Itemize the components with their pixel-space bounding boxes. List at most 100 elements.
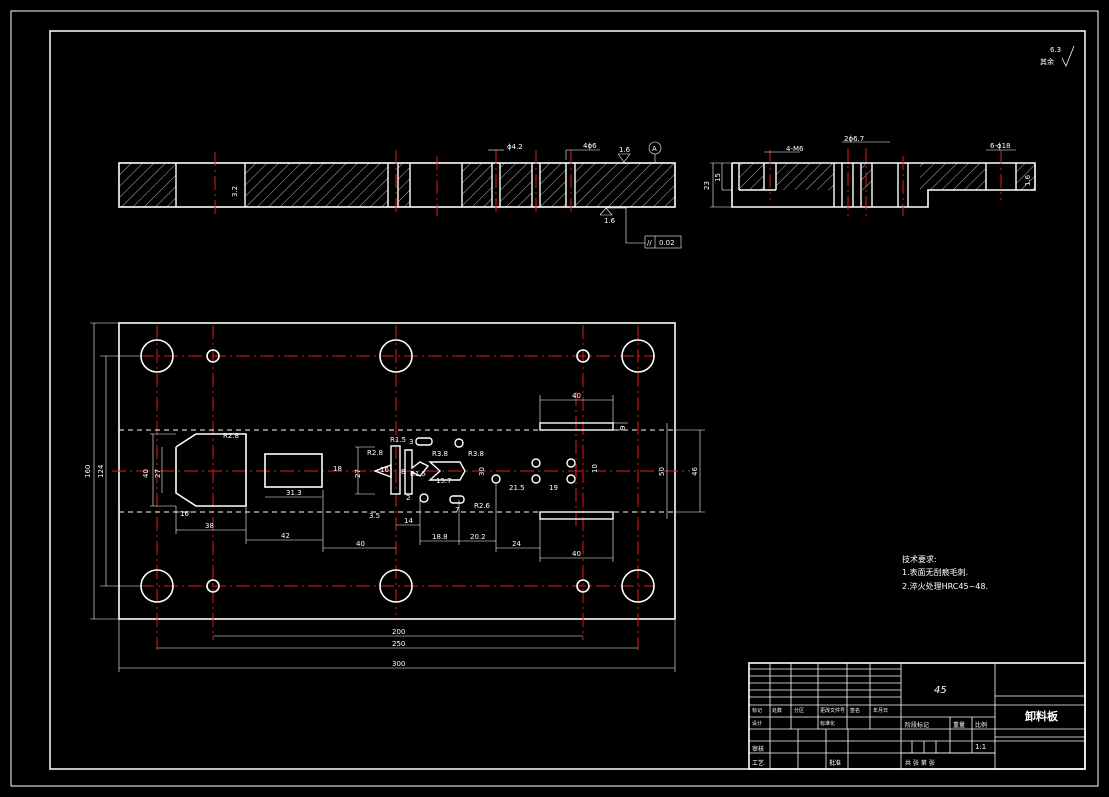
roughness-3-2: 3.2 bbox=[231, 186, 239, 197]
tb-label-approve: 批准 bbox=[829, 759, 841, 767]
slot-bottom bbox=[539, 511, 614, 520]
dim-30: 30 bbox=[478, 467, 486, 476]
dim-18: 18 bbox=[333, 465, 342, 473]
dim-300: 300 bbox=[392, 660, 405, 668]
dim-4phi6: 4ϕ6 bbox=[583, 142, 597, 150]
dim-r1-5-a: R1.5 bbox=[390, 436, 406, 444]
roughness-side: 1.6 bbox=[1024, 174, 1032, 186]
dim-250: 250 bbox=[392, 640, 405, 648]
dim-200: 200 bbox=[392, 628, 405, 636]
tb-label-count: 处数 bbox=[772, 707, 782, 714]
dim-phi4-2: ϕ4.2 bbox=[507, 143, 523, 151]
dim-24: 24 bbox=[512, 540, 521, 548]
material-value: 45 bbox=[934, 685, 947, 696]
tb-label-mark: 标记 bbox=[752, 707, 762, 714]
hatch-7 bbox=[575, 163, 675, 207]
dim-r2-8-a: R2.8 bbox=[223, 432, 239, 440]
guide-hole-bl bbox=[140, 569, 174, 603]
side-view: 4-M6 2ϕ6.7 6-ϕ18 23 15 1.6 bbox=[703, 135, 1036, 216]
outer-border bbox=[10, 10, 1099, 787]
guide-hole-br bbox=[621, 569, 655, 603]
tb-label-std: 标准化 bbox=[820, 720, 835, 727]
datum-a: A bbox=[652, 145, 657, 153]
roughness-value: 6.3 bbox=[1050, 46, 1061, 54]
dim-4-m6: 4-M6 bbox=[786, 145, 804, 153]
tb-label-date: 年月日 bbox=[873, 707, 888, 714]
dim-15: 15 bbox=[714, 173, 722, 182]
dim-2: 2 bbox=[406, 494, 410, 502]
roughness-suffix: 其余 bbox=[1040, 57, 1054, 66]
dim-3: 3 bbox=[409, 438, 413, 446]
dim-15-7: 15.7 bbox=[436, 477, 452, 485]
dim-7: 7 bbox=[455, 506, 459, 514]
parallelism-value: 0.02 bbox=[659, 239, 675, 247]
tb-label-stage: 阶段标记 bbox=[905, 721, 929, 729]
dim-14: 14 bbox=[404, 517, 413, 525]
tb-label-weight: 重量 bbox=[953, 721, 965, 729]
hatch-3 bbox=[398, 163, 410, 207]
roughness-1-6-bottom: 1.6 bbox=[604, 217, 616, 225]
dim-23: 23 bbox=[703, 181, 711, 190]
tb-label-review: 审核 bbox=[752, 745, 764, 753]
dim-42: 42 bbox=[281, 532, 290, 540]
dim-r2-6: R2.6 bbox=[474, 502, 491, 510]
cutout-rect bbox=[264, 453, 323, 488]
dim-9: 9 bbox=[619, 426, 627, 430]
dim-124: 124 bbox=[97, 464, 105, 478]
tb-label-doc: 更改文件号 bbox=[820, 707, 845, 714]
inner-border bbox=[49, 30, 1086, 770]
roughness-symbol bbox=[1061, 45, 1075, 67]
dim-16: 16 bbox=[180, 510, 189, 518]
dim-40: 40 bbox=[356, 540, 365, 548]
dim-r1-5-b: R1.5 bbox=[410, 470, 426, 478]
tb-label-process: 工艺 bbox=[752, 759, 764, 767]
hatch-5 bbox=[500, 163, 532, 207]
dim-20-2: 20.2 bbox=[470, 533, 486, 541]
guide-hole-tl bbox=[140, 339, 174, 373]
hatch-4 bbox=[462, 163, 492, 207]
section-view: ϕ4.2 4ϕ6 1.6 A 3.2 1.6 // 0.02 bbox=[118, 141, 682, 249]
dim-r2-8-b: R2.8 bbox=[367, 449, 383, 457]
tb-label-design: 设计 bbox=[752, 720, 762, 727]
tech-notes-title: 技术要求: bbox=[902, 554, 937, 564]
dim-46: 46 bbox=[691, 467, 699, 476]
guide-hole-tr bbox=[621, 339, 655, 373]
dim-50: 50 bbox=[658, 467, 666, 476]
tech-note-1: 1.表面无刮痕毛刺. bbox=[902, 567, 968, 577]
dim-10: 10 bbox=[591, 464, 599, 473]
tb-sheet: 共 张 第 张 bbox=[905, 759, 935, 767]
tech-notes: 技术要求: 1.表面无刮痕毛刺. 2.淬火处理HRC45~48. bbox=[902, 554, 988, 591]
dim-18-8: 18.8 bbox=[432, 533, 448, 541]
hatch-2 bbox=[245, 163, 388, 207]
dim-slot-bottom-40: 40 bbox=[572, 550, 581, 558]
dim-8: 8 bbox=[401, 468, 405, 476]
dim-38: 38 bbox=[205, 522, 214, 530]
hatch-1 bbox=[119, 163, 176, 207]
dim-3-5: 3.5 bbox=[369, 512, 380, 520]
dim-21-5: 21.5 bbox=[509, 484, 525, 492]
dim-19: 19 bbox=[549, 484, 558, 492]
dim-slot-top-40: 40 bbox=[572, 392, 581, 400]
parallelism-symbol: // bbox=[647, 239, 652, 247]
tb-label-zone: 分区 bbox=[794, 707, 804, 714]
slot-top bbox=[539, 422, 614, 431]
part-name: 卸料板 bbox=[1025, 709, 1059, 723]
tb-label-sign: 签名 bbox=[850, 707, 860, 714]
roughness-global: 6.3 其余 bbox=[1040, 45, 1075, 67]
dim-r3-8-b: R3.8 bbox=[468, 450, 484, 458]
cutout-left bbox=[175, 433, 247, 507]
dim-31-3: 31.3 bbox=[286, 489, 302, 497]
dim-27-center: 27 bbox=[354, 469, 362, 478]
hatch-6 bbox=[540, 163, 566, 207]
guide-hole-tm bbox=[379, 339, 413, 373]
tb-label-scale: 比例 bbox=[975, 721, 987, 729]
dim-40-left: 40 bbox=[142, 469, 150, 478]
roughness-1-6-top: 1.6 bbox=[619, 146, 631, 154]
dim-16-center: 16 bbox=[380, 466, 389, 474]
tech-note-2: 2.淬火处理HRC45~48. bbox=[902, 581, 988, 591]
dim-6-phi18: 6-ϕ18 bbox=[990, 142, 1011, 150]
dim-r3-8-a: R3.8 bbox=[432, 450, 448, 458]
plan-view: 40 40 38 42 40 14 18.8 20.2 24 16 31.3 3… bbox=[84, 322, 705, 672]
guide-hole-bm bbox=[379, 569, 413, 603]
